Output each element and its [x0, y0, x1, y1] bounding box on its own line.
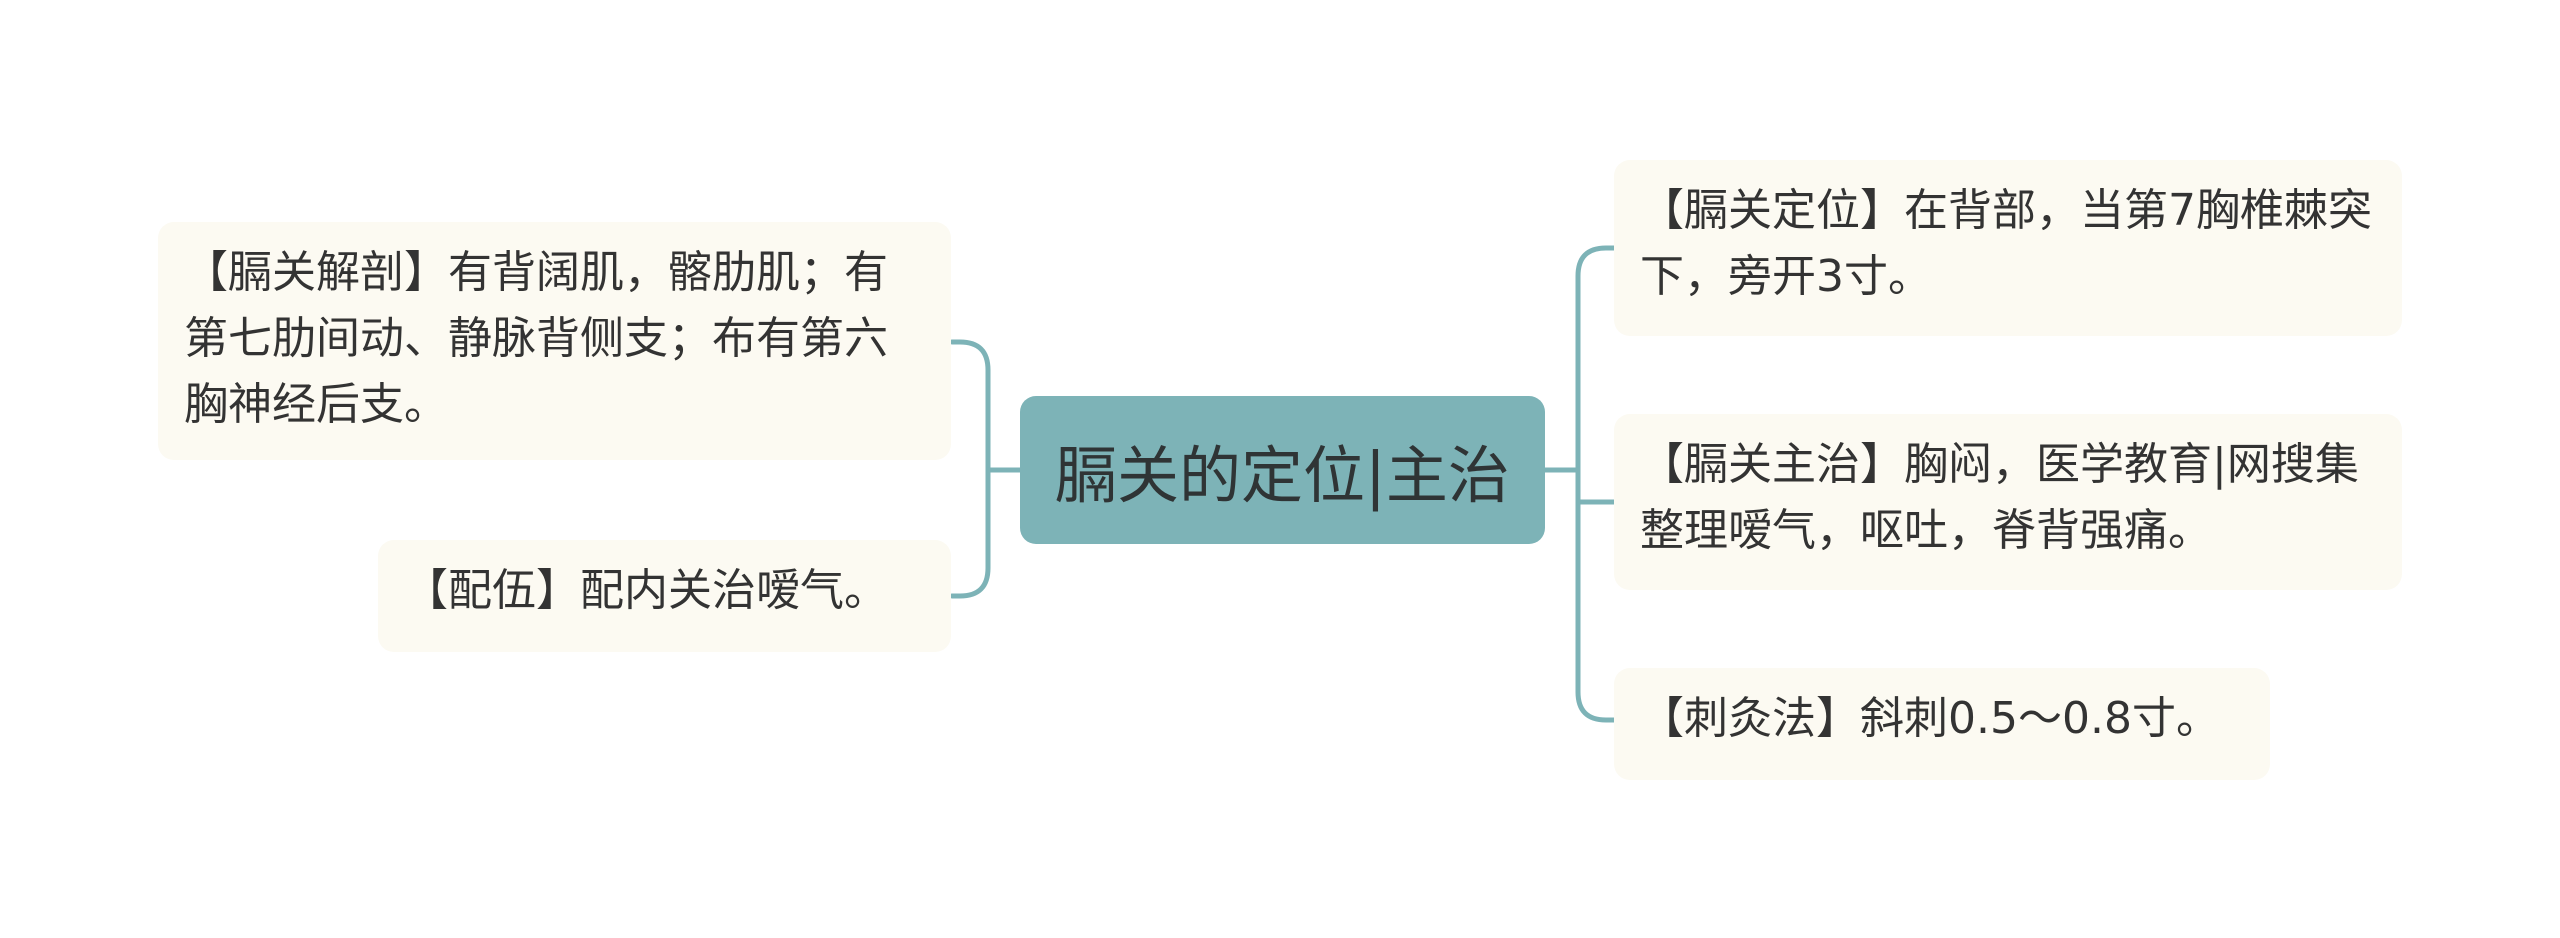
connector-left-1 [949, 339, 991, 473]
right-node-location-text: 【膈关定位】在背部，当第7胸椎棘突下，旁开3寸。 [1640, 185, 2372, 302]
left-node-anatomy-text: 【膈关解剖】有背阔肌，髂肋肌；有第七肋间动、静脉背侧支；布有第六胸神经后支。 [184, 247, 888, 430]
root-node[interactable]: 膈关的定位|主治 [1020, 396, 1545, 544]
right-node-needling-text: 【刺灸法】斜刺0.5～0.8寸。 [1640, 693, 2220, 744]
connector-left-2 [949, 467, 991, 599]
right-node-indications-text: 【膈关主治】胸闷，医学教育|网搜集整理嗳气，呕吐，脊背强痛。 [1640, 439, 2359, 556]
root-label: 膈关的定位|主治 [1055, 439, 1510, 512]
right-node-indications[interactable]: 【膈关主治】胸闷，医学教育|网搜集整理嗳气，呕吐，脊背强痛。 [1614, 414, 2402, 590]
left-node-combination[interactable]: 【配伍】配内关治嗳气。 [378, 540, 951, 652]
left-node-combination-text: 【配伍】配内关治嗳气。 [404, 565, 888, 616]
connector-right-3 [1575, 467, 1617, 723]
connector-right-2 [1575, 467, 1617, 505]
connector-right-1 [1575, 245, 1617, 473]
right-node-needling[interactable]: 【刺灸法】斜刺0.5～0.8寸。 [1614, 668, 2270, 780]
right-node-location[interactable]: 【膈关定位】在背部，当第7胸椎棘突下，旁开3寸。 [1614, 160, 2402, 336]
left-node-anatomy[interactable]: 【膈关解剖】有背阔肌，髂肋肌；有第七肋间动、静脉背侧支；布有第六胸神经后支。 [158, 222, 951, 460]
